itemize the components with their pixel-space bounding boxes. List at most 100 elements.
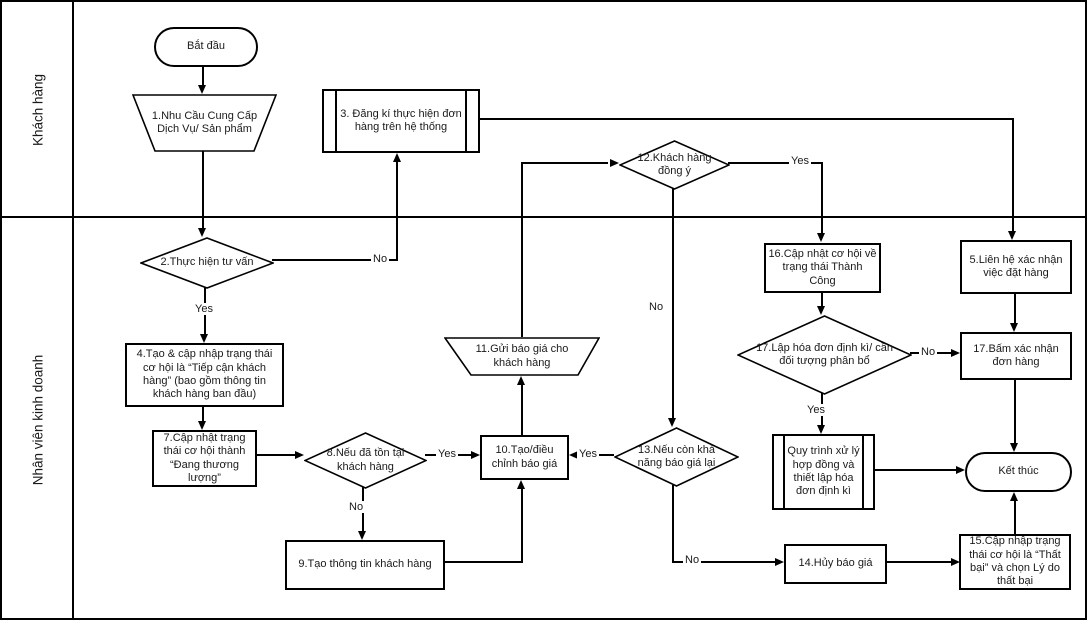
decision-17-recurring-invoice: 17.Lập hóa đơn định kì/ cần đối tượng ph… — [737, 315, 912, 395]
arrowhead — [1010, 492, 1018, 501]
arrowhead — [200, 334, 208, 343]
connector — [521, 162, 608, 164]
node-end: Kết thúc — [965, 452, 1072, 492]
arrowhead — [956, 466, 965, 474]
decision-8-customer-exists: 8.Nếu đã tồn tại khách hàng — [304, 432, 427, 489]
connector — [1014, 499, 1016, 534]
decision-17-label: 17.Lập hóa đơn định kì/ cần đối tượng ph… — [756, 341, 893, 367]
edge-label-d2-no: No — [371, 253, 390, 266]
edge-label-d17-yes: Yes — [805, 404, 827, 417]
diamond-shape — [614, 427, 739, 487]
node-4-create-opportunity: 4.Tạo & cập nhập trạng thái cơ hội là “T… — [125, 343, 284, 407]
arrowhead — [817, 425, 825, 434]
connector — [672, 188, 674, 418]
connector — [443, 561, 523, 563]
edge-label-d2-yes: Yes — [193, 303, 215, 316]
diamond-shape — [140, 237, 274, 289]
connector — [272, 259, 398, 261]
subprocess-bar — [783, 436, 785, 508]
node-17-confirm-order-button: 17.Bấm xác nhận đơn hàng — [960, 332, 1072, 380]
node-9-create-customer-info: 9.Tạo thông tin khách hàng — [285, 540, 445, 590]
arrowhead — [358, 531, 366, 540]
connector — [672, 561, 775, 563]
node-11-send-quote: 11.Gửi báo giá cho khách hàng — [444, 337, 600, 376]
node-3-label: 3. Đăng kí thực hiện đơn hàng trên hệ th… — [340, 107, 462, 133]
edge-label-d8-yes: Yes — [436, 448, 458, 461]
connector — [672, 485, 674, 563]
connector — [821, 292, 823, 306]
connector — [873, 469, 956, 471]
connector — [202, 405, 204, 421]
node-14-cancel-quote: 14.Hủy báo giá — [784, 544, 887, 584]
arrowhead — [668, 418, 676, 427]
lane-divider — [2, 216, 1085, 218]
manual-operation-shape — [444, 337, 600, 376]
edge-label-d17-no: No — [919, 346, 938, 359]
decision-13-label: 13.Nếu còn khả năng báo giá lại — [637, 443, 716, 469]
node-subprocess-contract: Quy trình xử lý hợp đồng và thiết lập hó… — [772, 434, 875, 510]
lane-label-customer: Khách hàng — [30, 73, 46, 147]
node-14-label: 14.Hủy báo giá — [798, 557, 873, 570]
node-10-create-adjust-quote: 10.Tạo/điều chỉnh báo giá — [480, 435, 569, 480]
node-end-label: Kết thúc — [998, 465, 1039, 478]
subprocess-bar — [335, 91, 337, 151]
decision-12-customer-agree: 12.Khách hàng đồng ý — [619, 140, 730, 190]
arrowhead — [1008, 231, 1016, 240]
connector — [885, 561, 951, 563]
decision-8-label: 8.Nếu đã tồn tại khách hàng — [326, 447, 405, 473]
diamond-shape — [304, 432, 427, 489]
node-5-label: 5.Liên hệ xác nhận việc đặt hàng — [969, 253, 1063, 279]
node-5-confirm-order-contact: 5.Liên hệ xác nhận việc đặt hàng — [960, 240, 1072, 294]
connector — [202, 65, 204, 87]
arrowhead — [775, 558, 784, 566]
connector — [1014, 378, 1016, 443]
node-15-update-failed: 15.Cập nhập trạng thái cơ hội là “Thất b… — [959, 534, 1071, 590]
node-16-update-success: 16.Cập nhật cơ hội về trạng thái Thành C… — [764, 243, 881, 293]
node-16-label: 16.Cập nhật cơ hội về trạng thái Thành C… — [768, 247, 877, 287]
arrowhead — [517, 480, 525, 489]
arrowhead — [951, 558, 960, 566]
node-3-register-order: 3. Đăng kí thực hiện đơn hàng trên hệ th… — [322, 89, 480, 153]
node-17-confirm-label: 17.Bấm xác nhận đơn hàng — [973, 342, 1059, 368]
node-start: Bắt đầu — [154, 27, 258, 67]
edge-label-d13-no: No — [683, 554, 702, 567]
decision-2-label: 2.Thực hiện tư vấn — [160, 256, 254, 269]
subprocess-bar — [465, 91, 467, 151]
node-1-service-demand: 1.Nhu Cầu Cung Cấp Dịch Vụ/ Sản phẩm — [132, 94, 277, 152]
node-1-label: 1.Nhu Cầu Cung Cấp Dịch Vụ/ Sản phẩm — [151, 109, 258, 135]
connector — [521, 487, 523, 563]
edge-label-d13-yes: Yes — [577, 448, 599, 461]
arrowhead — [198, 228, 206, 237]
arrowhead — [951, 349, 960, 357]
connector — [202, 150, 204, 230]
arrowhead — [817, 233, 825, 242]
subprocess-bar — [862, 436, 864, 508]
node-7-label: 7.Cập nhật trạng thái cơ hội thành “Đang… — [163, 431, 246, 484]
arrowhead — [471, 451, 480, 459]
decision-12-label: 12.Khách hàng đồng ý — [637, 151, 712, 177]
node-start-label: Bắt đầu — [187, 40, 225, 53]
node-subprocess-label: Quy trình xử lý hợp đồng và thiết lập hó… — [787, 445, 860, 498]
diamond-shape — [737, 315, 912, 395]
arrowhead — [295, 451, 304, 459]
connector — [821, 162, 823, 233]
diamond-shape — [619, 140, 730, 190]
connector — [1014, 292, 1016, 323]
lane-label-sales: Nhân viên kinh doanh — [30, 354, 46, 486]
node-7-update-negotiating: 7.Cập nhật trạng thái cơ hội thành “Đang… — [152, 430, 257, 487]
node-15-label: 15.Cập nhập trạng thái cơ hội là “Thất b… — [969, 535, 1061, 588]
arrowhead — [198, 421, 206, 430]
arrowhead — [1010, 443, 1018, 452]
decision-13-requote-possible: 13.Nếu còn khả năng báo giá lại — [614, 427, 739, 487]
arrowhead — [610, 159, 619, 167]
manual-operation-shape — [132, 94, 277, 152]
arrowhead — [569, 451, 578, 459]
connector — [521, 383, 523, 435]
decision-2-consult: 2.Thực hiện tư vấn — [140, 237, 274, 289]
node-11-label: 11.Gửi báo giá cho khách hàng — [475, 343, 569, 369]
connector — [255, 454, 295, 456]
arrowhead — [393, 153, 401, 162]
node-9-label: 9.Tạo thông tin khách hàng — [298, 558, 432, 571]
edge-label-d12-no: No — [647, 301, 666, 314]
node-10-label: 10.Tạo/điều chỉnh báo giá — [491, 444, 558, 470]
